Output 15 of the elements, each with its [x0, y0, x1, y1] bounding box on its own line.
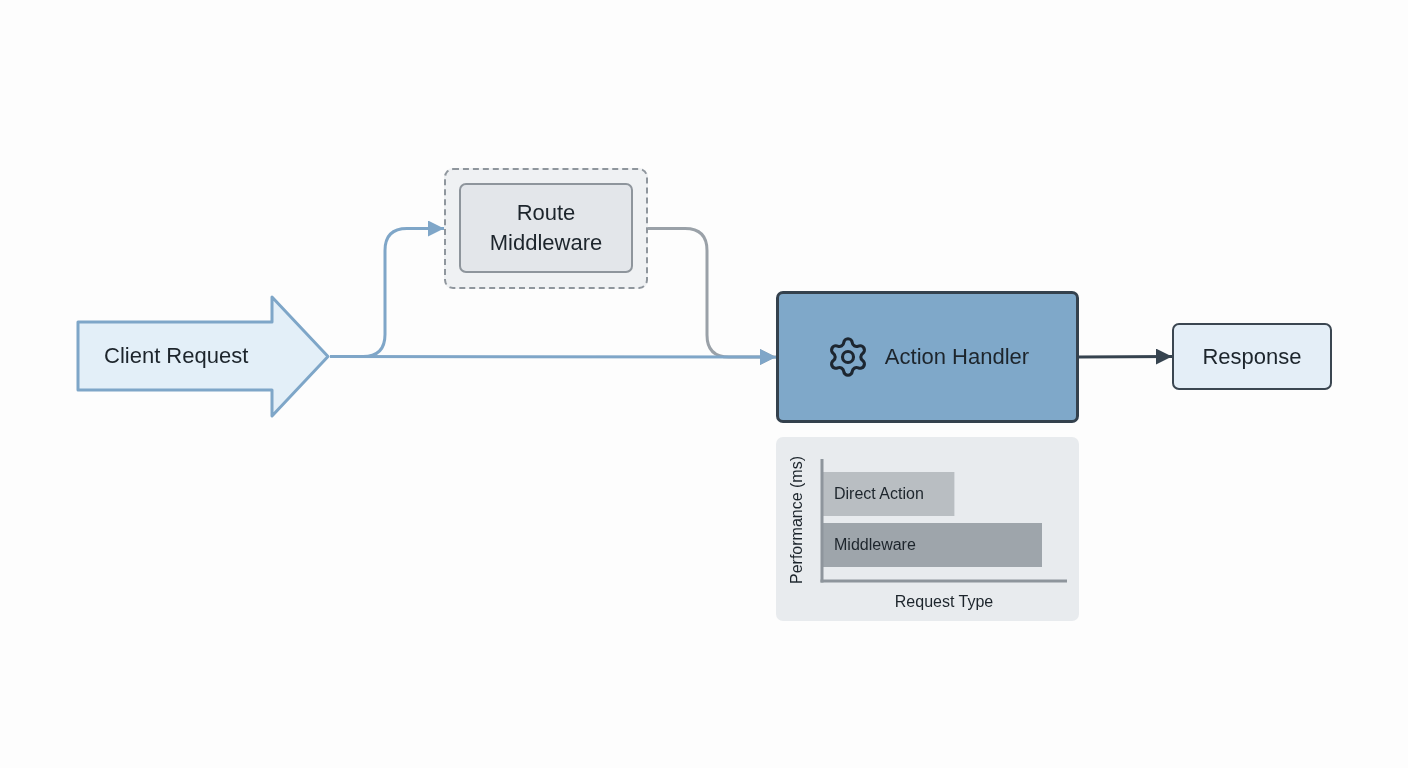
- process-box: [776, 291, 1079, 423]
- connector-arrow: [1079, 348, 1172, 365]
- category-label: Middleware: [834, 535, 916, 555]
- dashed-group-box: [444, 168, 648, 289]
- node-label: Route Middleware: [488, 199, 604, 257]
- category-label: Direct Action: [834, 484, 924, 504]
- node-label: Action Handler: [884, 343, 1030, 372]
- node-label: Client Request: [104, 342, 249, 371]
- process-box: [1172, 323, 1332, 390]
- connector-arrow: [330, 349, 776, 365]
- node-label: Response: [1202, 342, 1302, 371]
- axis-title: Request Type: [894, 593, 994, 611]
- process-box: [459, 183, 633, 273]
- axis-title: Performance (ms): [788, 456, 806, 584]
- block-arrow: [76, 295, 330, 418]
